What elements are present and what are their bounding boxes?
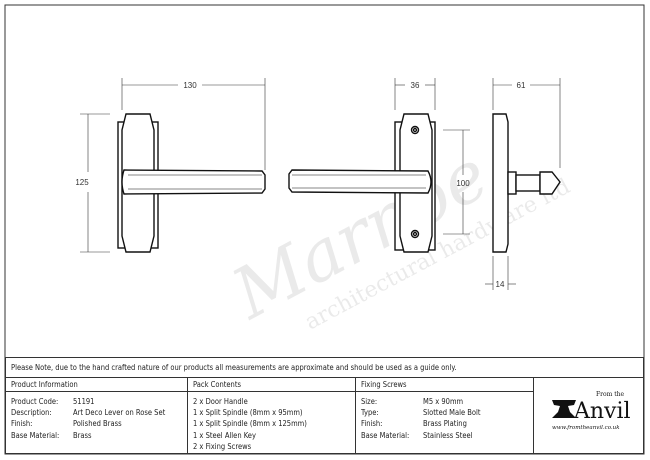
label: Base Material: bbox=[11, 430, 60, 440]
label: Type: bbox=[361, 408, 379, 418]
dim-projection: 61 bbox=[517, 81, 526, 90]
info-row: Finish: Polished Brass bbox=[11, 418, 182, 429]
label: Finish: bbox=[361, 419, 383, 429]
info-row: Base Material: Brass bbox=[11, 430, 182, 441]
pack-contents: Pack Contents 2 x Door Handle 1 x Split … bbox=[188, 378, 356, 453]
info-row: Type: Slotted Male Bolt bbox=[361, 407, 528, 418]
label: Size: bbox=[361, 397, 378, 406]
value: Brass bbox=[73, 430, 92, 440]
measurement-note: Please Note, due to the hand crafted nat… bbox=[6, 358, 643, 378]
logo-from: From the bbox=[596, 391, 625, 398]
section-title: Pack Contents bbox=[188, 378, 355, 392]
value: M5 x 90mm bbox=[423, 397, 464, 406]
front-view-left-handle bbox=[117, 113, 266, 253]
dim-handle-length: 130 bbox=[183, 81, 197, 90]
product-information: Product Information Product Code: 51191 D… bbox=[6, 378, 188, 453]
dim-rose-height: 125 bbox=[75, 178, 89, 187]
dim-rose-depth: 14 bbox=[496, 280, 505, 289]
pack-item: 2 x Door Handle bbox=[193, 397, 248, 406]
value: 51191 bbox=[73, 397, 95, 406]
value: Slotted Male Bolt bbox=[423, 408, 481, 418]
fixing-screws: Fixing Screws Size: M5 x 90mm Type: Slotte… bbox=[356, 378, 534, 453]
info-row: Description: Art Deco Lever on Rose Set bbox=[11, 407, 182, 418]
value: Brass Plating bbox=[423, 419, 467, 429]
label: Description: bbox=[11, 408, 52, 418]
logo-url: www.fromtheanvil.co.uk bbox=[552, 425, 620, 431]
label: Product Code: bbox=[11, 397, 59, 406]
dim-screw-centres: 100 bbox=[456, 179, 470, 188]
logo-brand: Anvil bbox=[573, 399, 631, 424]
value: Polished Brass bbox=[73, 419, 122, 429]
label: Finish: bbox=[11, 419, 33, 429]
info-table: Please Note, due to the hand crafted nat… bbox=[5, 357, 644, 454]
info-row: Product Code: 51191 bbox=[11, 396, 182, 407]
value: Art Deco Lever on Rose Set bbox=[73, 408, 166, 418]
pack-item: 1 x Steel Allen Key bbox=[193, 430, 256, 440]
section-title: Product Information bbox=[6, 378, 187, 392]
pack-item: 1 x Split Spindle (8mm x 125mm) bbox=[193, 419, 307, 429]
info-row: Size: M5 x 90mm bbox=[361, 396, 528, 407]
section-title: Fixing Screws bbox=[356, 378, 533, 392]
label: Base Material: bbox=[361, 430, 410, 440]
value: Stainless Steel bbox=[423, 430, 473, 440]
pack-item: 2 x Fixing Screws bbox=[193, 441, 252, 451]
anvil-logo: Anvil From the www.fromtheanvil.co.uk bbox=[534, 378, 643, 453]
anvil-icon bbox=[552, 400, 576, 418]
dimension-lines bbox=[80, 78, 561, 290]
dim-rose-width: 36 bbox=[411, 81, 420, 90]
info-row: Base Material: Stainless Steel bbox=[361, 430, 528, 441]
info-row: Finish: Brass Plating bbox=[361, 418, 528, 429]
front-view-right-handle bbox=[288, 113, 436, 253]
side-view bbox=[492, 113, 561, 253]
pack-item: 1 x Split Spindle (8mm x 95mm) bbox=[193, 408, 303, 418]
